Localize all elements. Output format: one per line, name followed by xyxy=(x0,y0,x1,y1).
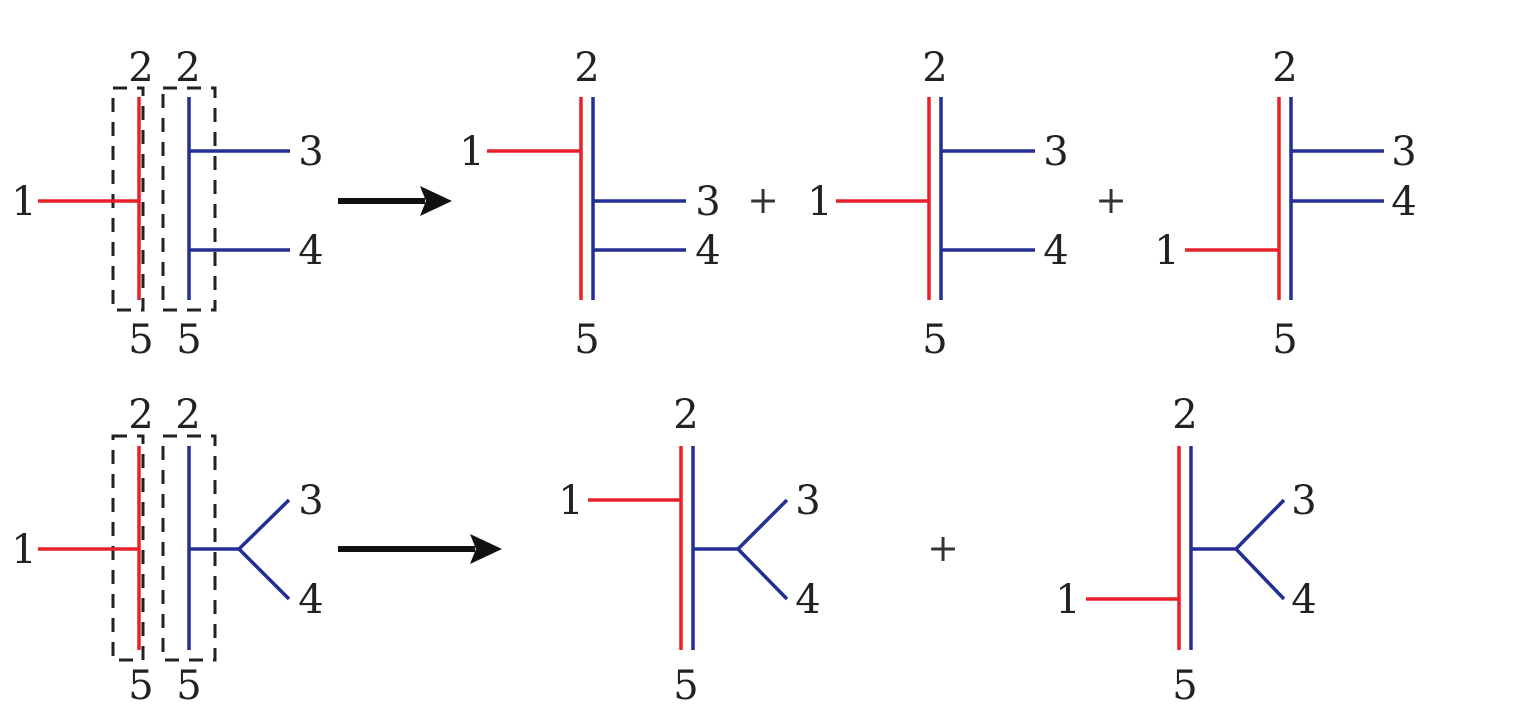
label-1: 1 xyxy=(1055,577,1080,623)
label-1: 1 xyxy=(11,527,36,573)
row1-term1: 2 1 3 4 5 xyxy=(459,45,720,363)
label-2: 2 xyxy=(574,45,599,91)
label-1: 1 xyxy=(807,179,832,225)
label-3: 3 xyxy=(695,179,720,225)
label-5: 5 xyxy=(176,663,201,704)
dashed-box-right xyxy=(161,434,217,662)
arrow-head xyxy=(470,534,502,564)
label-1: 1 xyxy=(459,129,484,175)
label-1: 1 xyxy=(1154,228,1179,274)
arrow-head xyxy=(420,186,452,216)
label-4: 4 xyxy=(1291,577,1316,623)
label-5: 5 xyxy=(128,317,153,363)
dashed-box-left xyxy=(111,86,145,312)
label-2: 2 xyxy=(175,45,200,91)
blue-line-3 xyxy=(1234,498,1286,551)
dashed-box-right xyxy=(161,86,217,312)
plus-sign: + xyxy=(747,178,779,222)
row1-left-diagram: 2 2 1 3 4 5 5 xyxy=(11,45,323,363)
label-3: 3 xyxy=(795,478,820,524)
label-4: 4 xyxy=(695,228,720,274)
label-3: 3 xyxy=(1291,478,1316,524)
blue-line-4 xyxy=(237,547,291,601)
label-3: 3 xyxy=(298,478,323,524)
label-4: 4 xyxy=(298,228,323,274)
label-4: 4 xyxy=(1043,228,1068,274)
label-3: 3 xyxy=(1043,129,1068,175)
label-2: 2 xyxy=(673,392,698,438)
label-5: 5 xyxy=(922,317,947,363)
row2-term1: 2 1 3 4 5 xyxy=(558,392,820,704)
blue-line-3 xyxy=(237,498,291,551)
blue-line-4 xyxy=(1234,547,1286,601)
blue-line-4 xyxy=(736,547,789,601)
row1-term2: 2 1 3 4 5 xyxy=(807,45,1068,363)
label-2: 2 xyxy=(128,45,153,91)
label-4: 4 xyxy=(1391,179,1416,225)
label-5: 5 xyxy=(673,663,698,704)
row1-term3: 2 1 3 4 5 xyxy=(1154,45,1416,363)
label-2: 2 xyxy=(1272,45,1297,91)
label-2: 2 xyxy=(128,392,153,438)
label-2: 2 xyxy=(175,392,200,438)
label-5: 5 xyxy=(1172,663,1197,704)
label-5: 5 xyxy=(176,317,201,363)
row2-term2: 2 1 3 4 5 xyxy=(1055,392,1316,704)
label-2: 2 xyxy=(1172,392,1197,438)
label-1: 1 xyxy=(11,179,36,225)
plus-sign: + xyxy=(927,526,959,570)
plus-sign: + xyxy=(1095,178,1127,222)
row2-arrow xyxy=(338,534,502,564)
row2-left-diagram: 2 2 1 3 4 5 5 xyxy=(11,392,323,704)
row1-arrow xyxy=(338,186,452,216)
label-3: 3 xyxy=(1391,129,1416,175)
label-4: 4 xyxy=(795,577,820,623)
label-5: 5 xyxy=(574,317,599,363)
label-5: 5 xyxy=(1272,317,1297,363)
label-3: 3 xyxy=(298,129,323,175)
blue-line-3 xyxy=(736,498,789,551)
label-4: 4 xyxy=(298,577,323,623)
label-5: 5 xyxy=(128,663,153,704)
label-1: 1 xyxy=(558,478,583,524)
label-2: 2 xyxy=(922,45,947,91)
